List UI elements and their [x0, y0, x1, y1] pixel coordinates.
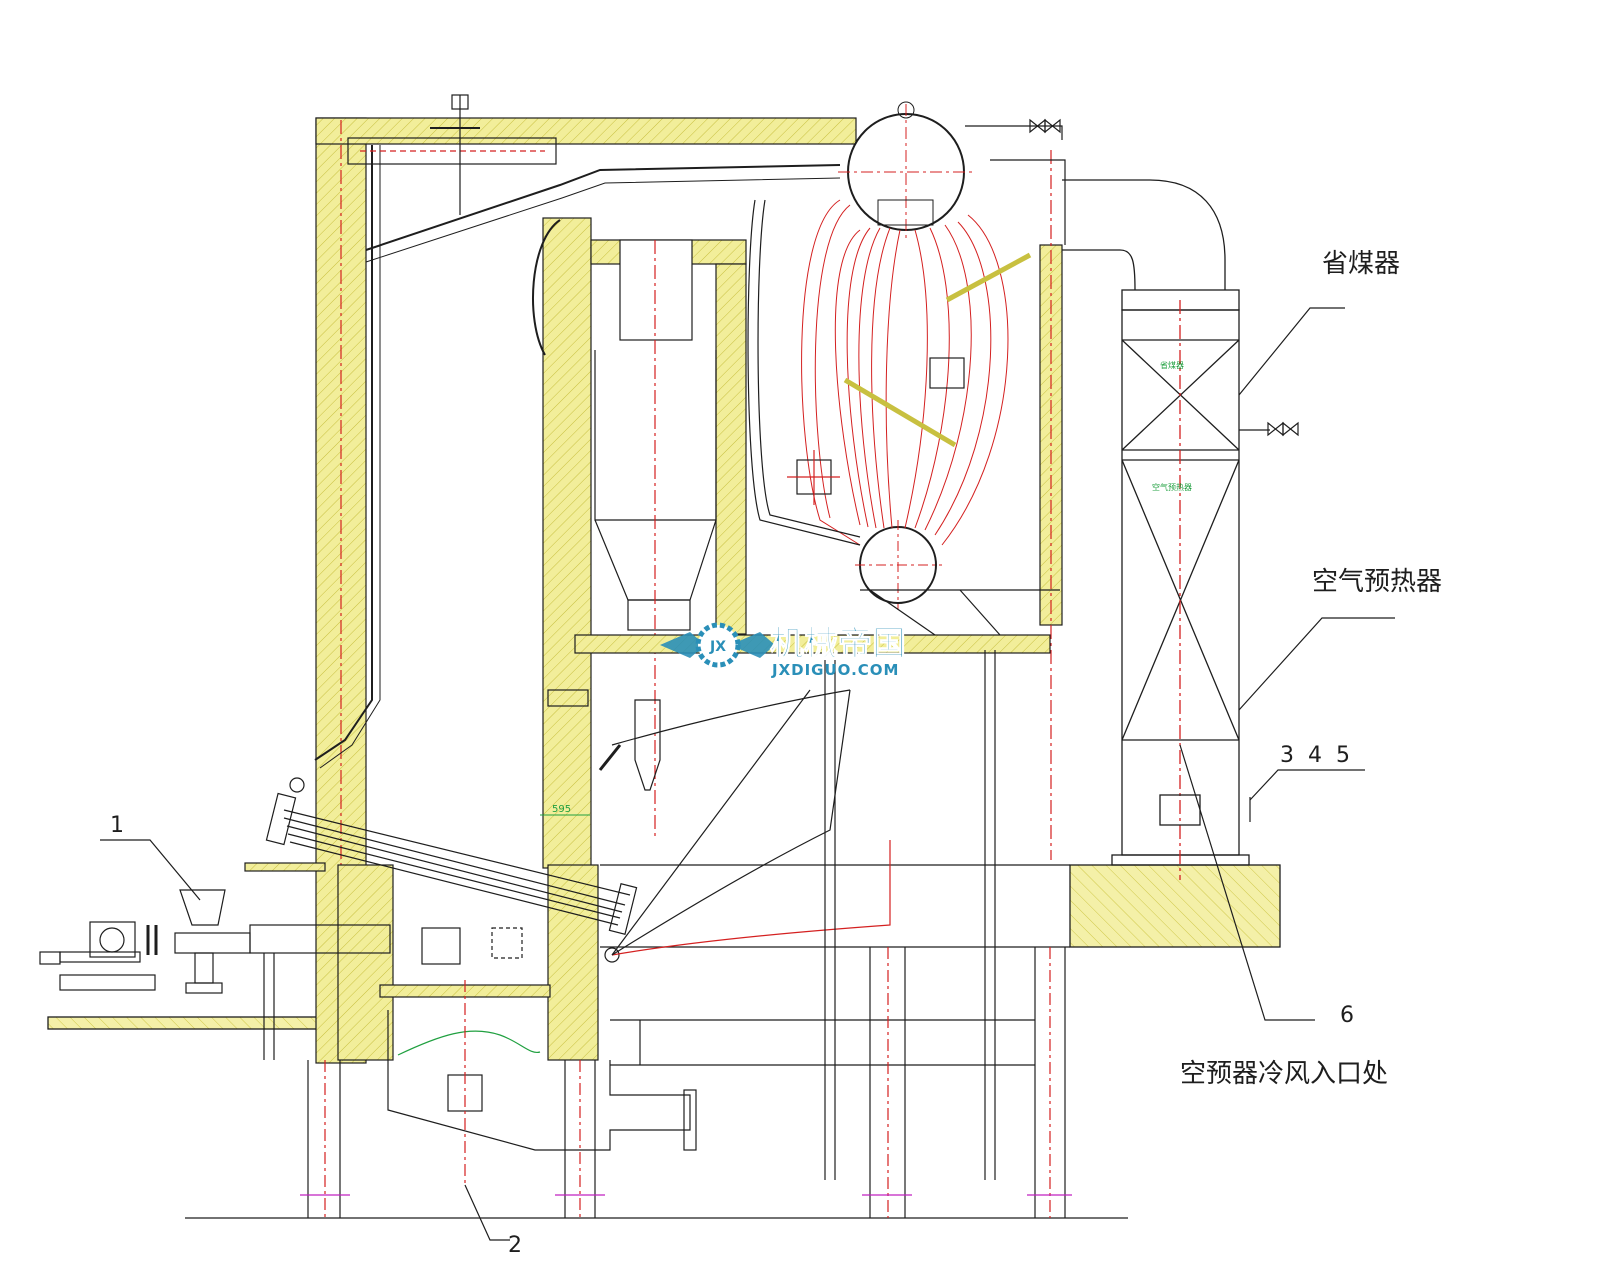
economizer-box-label: 省煤器 — [1160, 360, 1184, 370]
watermark-logo: JX 机械帝国 JXDIGUO.COM — [660, 622, 907, 679]
watermark-brand-en: JXDIGUO.COM — [771, 661, 899, 679]
ground-lines — [47, 864, 1281, 1219]
support-columns — [300, 650, 1072, 1218]
economizer-tower — [1062, 179, 1270, 880]
air-preheater-box-label: 空气预热器 — [1152, 482, 1192, 492]
upper-steam-drum — [838, 101, 974, 240]
tube-bank — [801, 199, 1009, 546]
callout-345: 3 4 5 — [1280, 743, 1350, 768]
gear-icon — [695, 622, 741, 668]
label-air-preheater: 空气预热器 — [1312, 567, 1442, 597]
label-cold-air-inlet: 空预器冷风入口处 — [1180, 1059, 1388, 1089]
lower-structure — [39, 862, 697, 1185]
lower-mud-drum — [855, 520, 942, 610]
callout-1: 1 — [110, 813, 124, 838]
dimension-value: 595 — [552, 804, 571, 815]
grate-tubes — [265, 689, 891, 963]
callout-6: 6 — [1340, 1003, 1354, 1028]
valves — [965, 118, 1299, 822]
watermark-badge: JX — [709, 639, 726, 655]
leader-lines — [100, 307, 1395, 1241]
dimension-595: 595 — [540, 804, 590, 816]
label-economizer: 省煤器 — [1322, 249, 1400, 279]
cyclone-separator — [532, 217, 747, 869]
superheater-box — [347, 94, 557, 215]
callout-2: 2 — [508, 1233, 522, 1258]
boiler-casing — [747, 150, 1066, 860]
watermark-brand-cn: 机械帝国 — [770, 624, 906, 664]
